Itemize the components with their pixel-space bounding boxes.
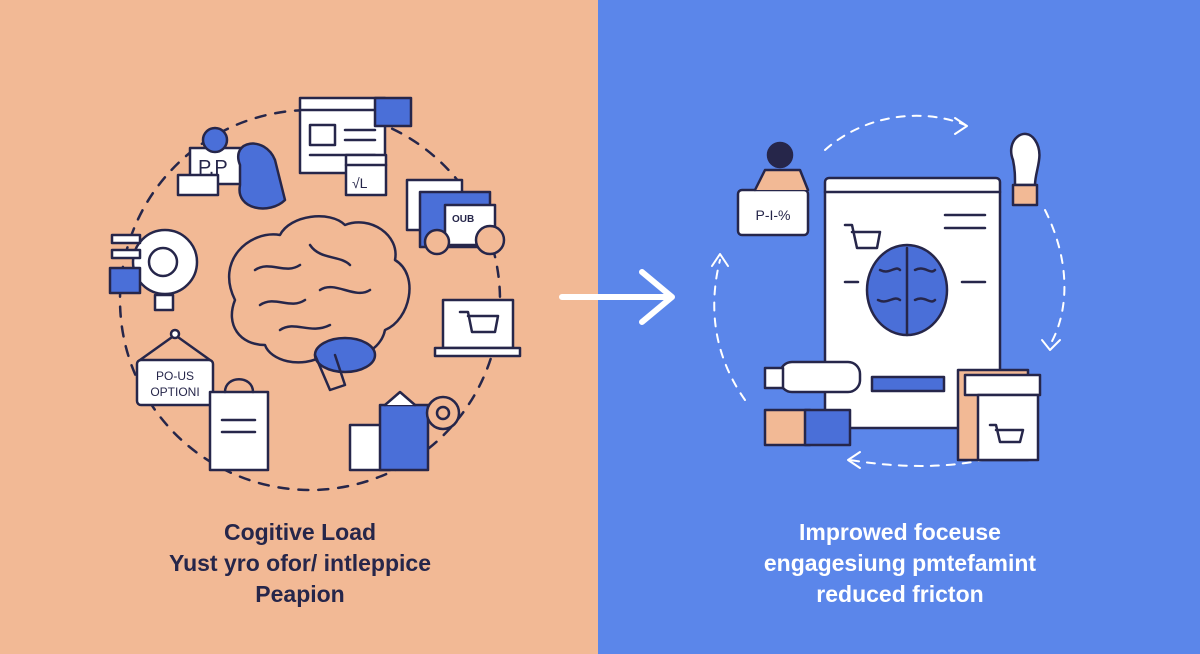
hanging-sign-icon	[135, 328, 215, 407]
sign-label: P.P	[198, 157, 228, 179]
megaphone-person-icon	[763, 360, 862, 447]
arrow-right-icon	[559, 269, 675, 325]
houses-gear-icon	[348, 390, 461, 472]
left-caption-line: Peapion	[255, 581, 345, 607]
laptop-cart-icon	[433, 298, 522, 358]
cards-icon	[405, 178, 506, 256]
left-caption-line: Cogitive Load	[223, 519, 377, 545]
left-caption: Cogitive Load Yust yro ofor/ intleppice …	[130, 517, 470, 610]
cart-card-icon	[956, 368, 1042, 462]
right-caption-line: reduced fricton	[816, 581, 984, 607]
lightbulb-icon	[1010, 132, 1041, 207]
bag-label: P-I-%	[756, 207, 791, 223]
right-caption-line: engagesiung pmtefamint	[763, 550, 1037, 576]
left-caption-line: Yust yro ofor/ intleppice	[169, 550, 431, 576]
right-caption-line: Improwed foceuse	[799, 519, 1001, 545]
shopping-bag-icon	[208, 378, 270, 472]
check-label: √L	[352, 175, 368, 191]
chat-check-icon	[344, 153, 388, 197]
right-caption: Improwed foceuse engagesiung pmtefamint …	[740, 517, 1060, 610]
card-label: OUB	[452, 214, 474, 225]
people-sign-icon	[176, 126, 287, 210]
hanger-label-2: OPTIONI	[150, 385, 199, 399]
shopping-bag-person-icon	[736, 141, 810, 237]
brain-blue-icon	[865, 243, 949, 337]
hanger-label-1: PO-US	[156, 369, 194, 383]
brain-icon	[228, 215, 411, 392]
lightbulb-gear-icon	[108, 228, 199, 312]
